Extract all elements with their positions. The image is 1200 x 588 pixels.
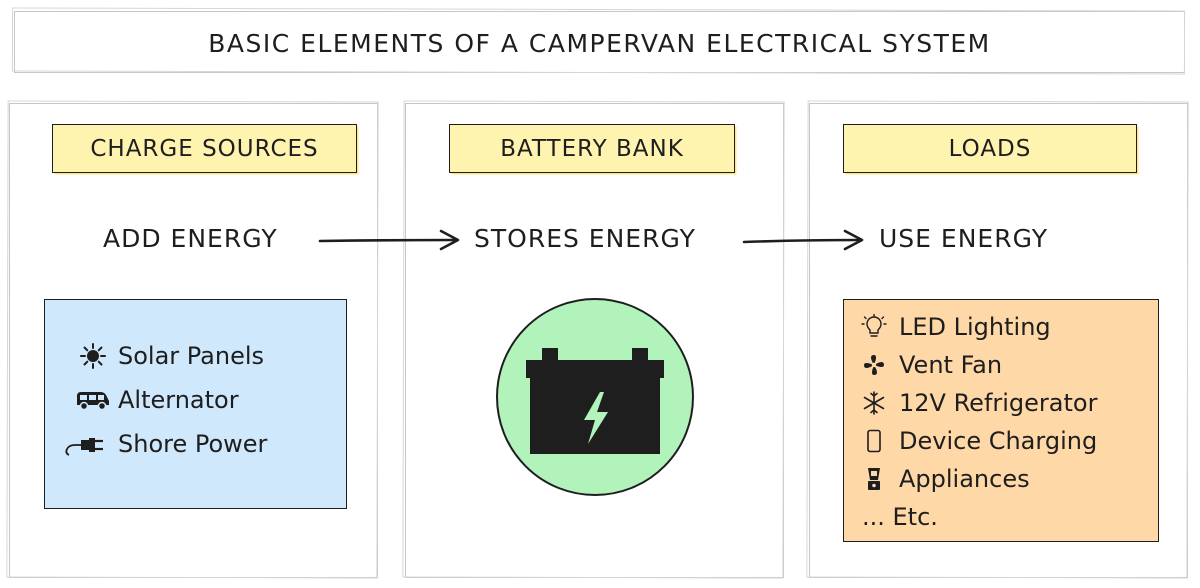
list-item-label: Vent Fan (899, 351, 1003, 379)
charge-sources-heading: Charge Sources (52, 124, 357, 173)
lightbulb-icon (855, 314, 893, 340)
list-item-label: Appliances (899, 465, 1030, 493)
list-item-label: 12V Refrigerator (899, 389, 1098, 417)
list-item-vent-fan: Vent Fan (855, 351, 1002, 379)
sun-icon (74, 343, 112, 369)
plug-icon (62, 431, 112, 457)
title-box: Basic Elements of a Campervan Electrical… (14, 11, 1185, 73)
list-item-appliances: Appliances (855, 465, 1030, 493)
list-item-shore-power: Shore Power (62, 430, 267, 458)
use-energy-text: Use Energy (879, 224, 1048, 253)
list-item-label: Solar Panels (118, 342, 265, 370)
snowflake-icon (855, 391, 893, 415)
battery-bank-heading: Battery Bank (449, 124, 735, 173)
list-item-label: ... Etc. (862, 503, 938, 531)
list-item-label: Device Charging (899, 427, 1098, 455)
list-item-alternator: Alternator (74, 386, 239, 414)
add-energy-text: Add Energy (103, 224, 278, 253)
list-item-led-lighting: LED Lighting (855, 313, 1051, 341)
list-item-12v-refrigerator: 12V Refrigerator (855, 389, 1097, 417)
list-item-device-charging: Device Charging (855, 427, 1097, 455)
van-icon (74, 389, 112, 411)
battery-icon (526, 348, 664, 454)
list-item-solar-panels: Solar Panels (74, 342, 264, 370)
phone-icon (855, 429, 893, 453)
stores-energy-text: Stores Energy (474, 224, 696, 253)
list-item-etc: ... Etc. (862, 503, 938, 531)
diagram-title: Basic Elements of a Campervan Electrical… (208, 29, 991, 58)
fan-icon (855, 353, 893, 377)
loads-heading: Loads (843, 124, 1137, 173)
list-item-label: Alternator (118, 386, 239, 414)
blender-icon (855, 466, 893, 492)
loads-box (843, 299, 1159, 542)
list-item-label: Shore Power (118, 430, 268, 458)
list-item-label: LED Lighting (899, 313, 1051, 341)
